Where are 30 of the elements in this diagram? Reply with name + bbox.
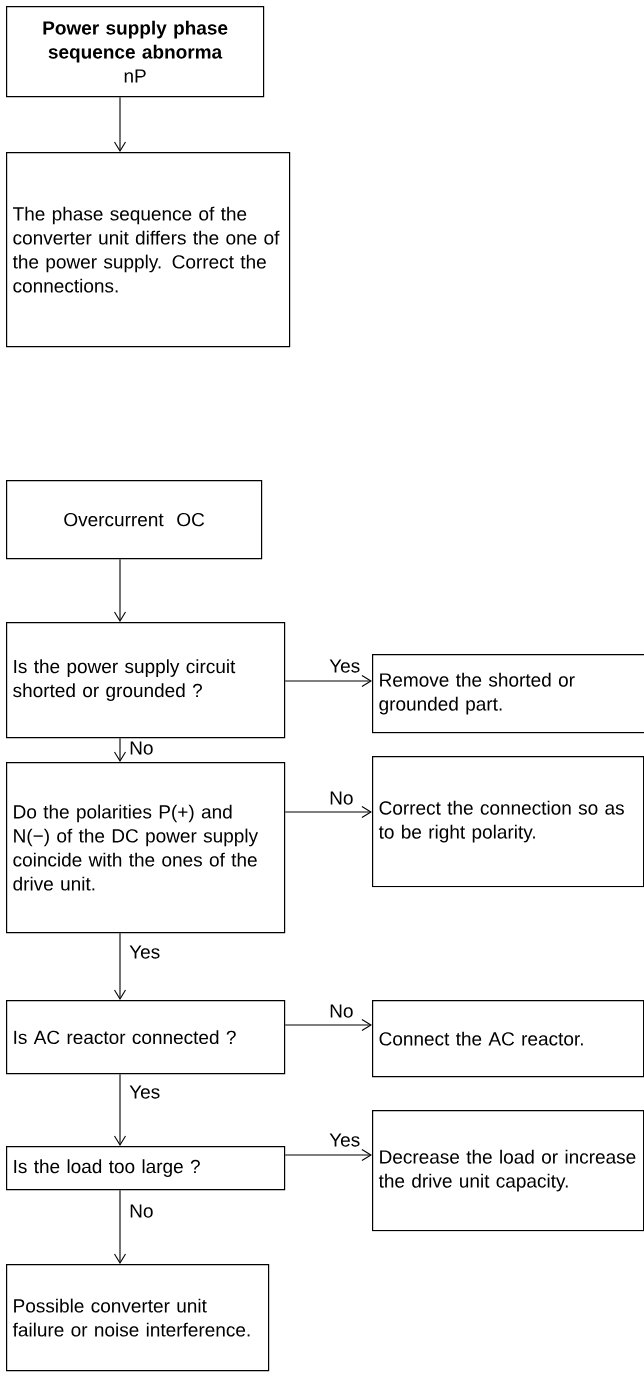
arrow [284,805,372,819]
edge-label: Yes [128,1084,162,1100]
process-box: Is the power supply circuit shorted or grounded ? [6,622,286,739]
edge-label: No [128,740,155,756]
process-box: Is AC reactor connected ? [6,1000,286,1075]
process-box: Do the polarities P(+) and N(−) of the DC power supply coincide with the ones of the drive unit. [6,762,286,934]
edge-label: Yes [128,944,162,960]
edge-label: No [128,1203,155,1219]
process-box: Decrease the load or increase the drive unit capacity. [372,1110,644,1232]
arrow [113,1189,127,1264]
process-box: Connect the AC reactor. [372,1000,644,1078]
process-box: Is the load too large ? [6,1146,286,1191]
arrow [113,96,127,152]
process-box: The phase sequence of the converter unit differs the one of the power supply. Correct the connections. [6,152,291,348]
arrow [113,932,127,1000]
edge-label: Yes [328,1132,362,1148]
arrow [113,737,127,762]
start-box: Overcurrent OC [6,480,263,560]
process-box: Remove the shorted or grounded part. [372,654,644,734]
edge-label: No [328,1003,355,1019]
arrow [284,1148,372,1162]
process-box: Correct the connection so as to be right polarity. [372,756,644,888]
arrow [113,558,127,622]
edge-label: No [328,790,355,806]
process-box: Possible converter unit failure or noise interference. [6,1264,270,1372]
arrow [284,674,372,688]
arrow [113,1073,127,1146]
heading-box: Power supply phase sequence abnorma nP [6,6,265,98]
arrow [284,1018,372,1032]
edge-label: Yes [328,658,362,674]
